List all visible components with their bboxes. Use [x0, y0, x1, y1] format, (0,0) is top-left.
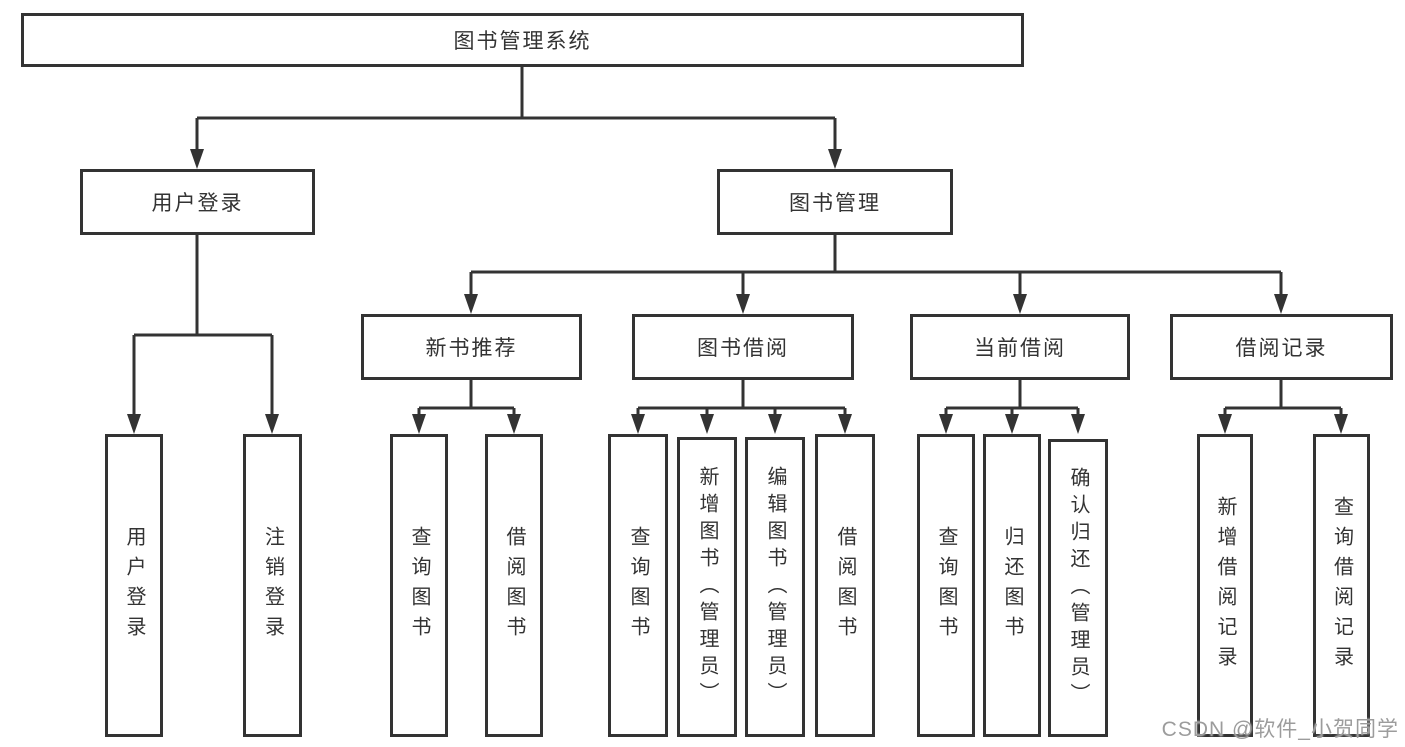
node-current-borrow-label: 当前借阅 [974, 337, 1066, 360]
connector-path [132, 65, 1343, 417]
leaf-query-borrow-record-label: 查询借阅记录 [1330, 495, 1353, 676]
leaf-user-login-label: 用户登录 [123, 525, 145, 646]
leaf-edit-book-admin: 编辑图书（管理员） [745, 437, 805, 737]
leaf-query-borrow-record: 查询借阅记录 [1313, 434, 1370, 737]
leaf-query-book-1: 查询图书 [390, 434, 448, 737]
leaf-edit-book-admin-label: 编辑图书（管理员） [764, 465, 786, 709]
leaf-return-book: 归还图书 [983, 434, 1041, 737]
leaf-return-book-label: 归还图书 [1001, 525, 1023, 646]
leaf-logout-label: 注销登录 [261, 525, 284, 646]
leaf-add-borrow-record-label: 新增借阅记录 [1214, 495, 1236, 676]
node-root-label: 图书管理系统 [453, 30, 592, 53]
leaf-borrow-book-2-label: 借阅图书 [834, 525, 856, 646]
leaf-add-book-admin-label: 新增图书（管理员） [696, 465, 718, 709]
node-borrow-record: 借阅记录 [1170, 314, 1393, 380]
leaf-user-login: 用户登录 [105, 434, 163, 737]
leaf-add-borrow-record: 新增借阅记录 [1197, 434, 1253, 737]
leaf-logout: 注销登录 [243, 434, 302, 737]
leaf-add-book-admin: 新增图书（管理员） [677, 437, 737, 737]
node-root: 图书管理系统 [21, 13, 1024, 67]
node-new-book-recommend-label: 新书推荐 [425, 337, 518, 360]
leaf-query-book-3-label: 查询图书 [935, 525, 957, 646]
node-book-management: 图书管理 [717, 169, 953, 235]
leaf-query-book-3: 查询图书 [917, 434, 975, 737]
node-new-book-recommend: 新书推荐 [361, 314, 582, 380]
node-book-borrow-label: 图书借阅 [697, 337, 789, 360]
leaf-borrow-book-1: 借阅图书 [485, 434, 543, 737]
leaf-borrow-book-1-label: 借阅图书 [503, 525, 525, 646]
leaf-query-book-2-label: 查询图书 [627, 525, 649, 646]
leaf-confirm-return-admin-label: 确认归还（管理员） [1067, 466, 1089, 710]
node-user-login: 用户登录 [80, 169, 315, 235]
csdn-watermark: CSDN @软件_小贺同学 [1161, 718, 1399, 741]
leaf-query-book-1-label: 查询图书 [408, 525, 430, 646]
arrowheads [127, 149, 1348, 434]
leaf-query-book-2: 查询图书 [608, 434, 668, 737]
node-book-management-label: 图书管理 [789, 192, 881, 215]
node-borrow-record-label: 借阅记录 [1235, 337, 1328, 360]
leaf-confirm-return-admin: 确认归还（管理员） [1048, 439, 1108, 737]
node-book-borrow: 图书借阅 [632, 314, 854, 380]
node-user-login-label: 用户登录 [151, 192, 244, 215]
leaf-borrow-book-2: 借阅图书 [815, 434, 875, 737]
node-current-borrow: 当前借阅 [910, 314, 1130, 380]
